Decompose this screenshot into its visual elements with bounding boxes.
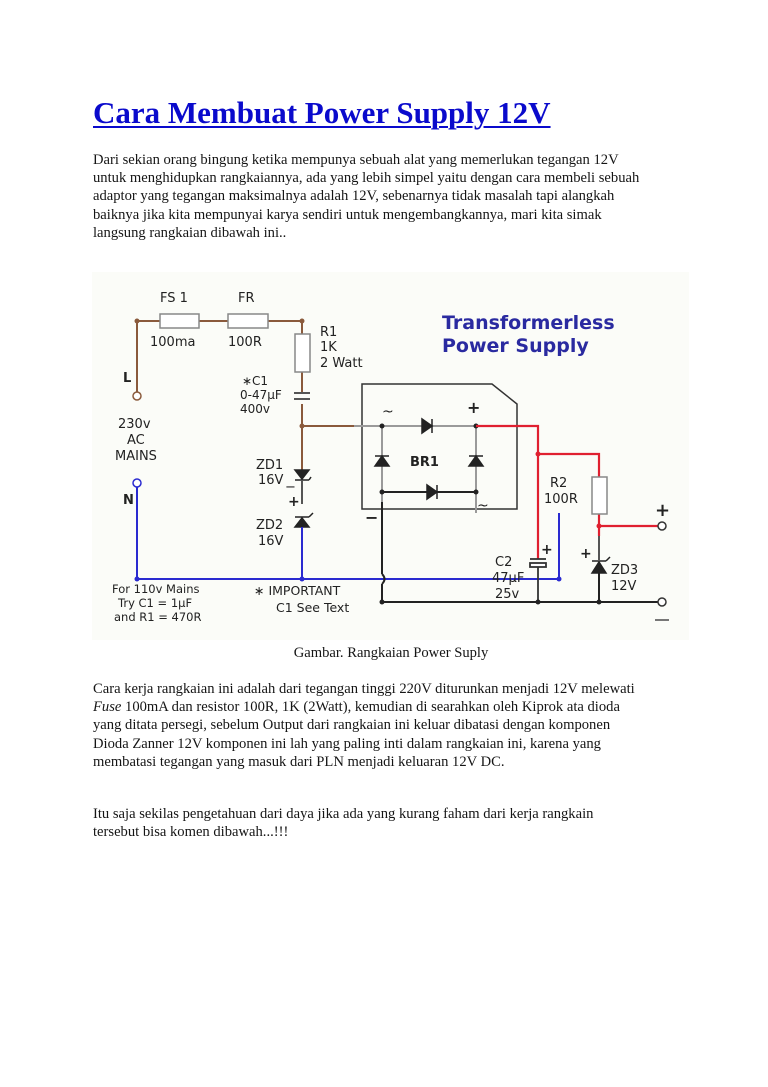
- body-line: Cara kerja rangkaian ini adalah dari teg…: [93, 680, 733, 698]
- bridge-minus: −: [365, 508, 378, 527]
- zener-zd2-icon: [293, 512, 314, 528]
- italic-term: Fuse: [93, 699, 122, 716]
- important-note: C1 See Text: [276, 600, 349, 615]
- zd2-plus: +: [288, 494, 300, 510]
- c2-value: 47µF: [492, 571, 524, 586]
- body-paragraph: Cara kerja rangkaian ini adalah dari teg…: [93, 680, 733, 771]
- output-plus: +: [655, 500, 670, 521]
- mains-label: MAINS: [115, 449, 157, 464]
- note-110v: Try C1 = 1µF: [117, 596, 192, 610]
- live-terminal-icon: [132, 391, 142, 401]
- note-110v: For 110v Mains: [112, 582, 199, 596]
- fuse-icon: [159, 313, 200, 329]
- diagram-heading: Transformerless: [442, 312, 615, 334]
- body-line: membatasi tegangan yang masuk dari PLN m…: [93, 753, 733, 771]
- r2-value: 100R: [544, 492, 578, 507]
- zd1-label: ZD1: [256, 458, 283, 473]
- zd1-value: 16V: [258, 473, 284, 488]
- diagram-heading: Power Supply: [442, 335, 589, 357]
- intro-line: Dari sekian orang bingung ketika mempuny…: [93, 152, 619, 168]
- body-text: Cara kerja rangkaian ini adalah dari teg…: [93, 681, 635, 697]
- zener-zd3-icon: [590, 536, 611, 602]
- zener-zd1-icon: [293, 469, 312, 481]
- zd2-value: 16V: [258, 534, 284, 549]
- c2-plus: +: [541, 542, 553, 558]
- neutral-label: N: [123, 493, 134, 508]
- fs1-label: FS 1: [160, 291, 188, 306]
- live-label: L: [123, 371, 131, 386]
- c1-value: 0-47µF: [240, 388, 282, 402]
- intro-paragraph: Dari sekian orang bingung ketika mempuny…: [93, 151, 733, 242]
- c1-voltage: 400v: [240, 402, 270, 416]
- br1-label: BR1: [410, 455, 439, 470]
- fr-label: FR: [238, 291, 255, 306]
- mains-ac: AC: [127, 433, 145, 448]
- closing-line: tersebut bisa komen dibawah...!!!: [93, 824, 289, 841]
- body-line: Fuse 100mA dan resistor 100R, 1K (2Watt)…: [93, 698, 733, 716]
- important-note: ∗ IMPORTANT: [254, 583, 341, 598]
- fr-value: 100R: [228, 335, 262, 350]
- capacitor-c2-icon: [529, 558, 547, 602]
- resistor-fr-icon: [227, 313, 269, 329]
- intro-line: langsung rangkaian dibawah ini..: [93, 224, 287, 241]
- note-110v: and R1 = 470R: [114, 610, 202, 624]
- zd3-plus: +: [580, 546, 592, 562]
- body-line: Dioda Zanner 12V komponen ini lah yang p…: [93, 735, 733, 753]
- r1-value: 1K: [320, 340, 337, 355]
- r2-label: R2: [550, 476, 567, 491]
- body-text: membatasi tegangan yang masuk dari PLN m…: [93, 753, 505, 770]
- intro-line: baiknya jika kita mempunyai karya sendir…: [93, 206, 602, 223]
- ac-symbol: ~: [477, 498, 489, 514]
- fs1-value: 100ma: [150, 335, 195, 350]
- output-positive-terminal-icon: [657, 521, 667, 531]
- circuit-diagram: Transformerless Power Supply FS 1 100ma …: [92, 272, 689, 640]
- intro-line: untuk menghidupkan rangkaiannya, ada yan…: [93, 170, 640, 187]
- resistor-r1-icon: [294, 333, 311, 373]
- closing-line: Itu saja sekilas pengetahuan dari daya j…: [93, 806, 594, 822]
- body-line: yang ditata persegi, sebelum Output dari…: [93, 716, 733, 734]
- neutral-terminal-icon: [132, 478, 142, 488]
- body-text: yang ditata persegi, sebelum Output dari…: [93, 717, 611, 734]
- output-negative-terminal-icon: [657, 597, 667, 607]
- c2-voltage: 25v: [495, 587, 520, 602]
- bridge-rectifier-box: [361, 383, 518, 510]
- ac-symbol: ~: [382, 404, 394, 420]
- bridge-plus: +: [467, 398, 480, 417]
- closing-paragraph: Itu saja sekilas pengetahuan dari daya j…: [93, 805, 733, 841]
- intro-line: adaptor yang tegangan maksimalnya adalah…: [93, 188, 615, 205]
- c1-label: ∗C1: [242, 374, 268, 388]
- resistor-r2-icon: [591, 476, 608, 515]
- r1-label: R1: [320, 325, 337, 340]
- page-title[interactable]: Cara Membuat Power Supply 12V: [93, 95, 551, 130]
- figure-caption: Gambar. Rangkaian Power Suply: [293, 645, 489, 661]
- zd2-label: ZD2: [256, 518, 283, 533]
- r1-power: 2 Watt: [320, 356, 363, 371]
- zd1-minus: −: [285, 480, 296, 495]
- zd3-value: 12V: [611, 579, 637, 594]
- bridge-diodes-icon: [373, 417, 485, 501]
- zd3-label: ZD3: [611, 563, 638, 578]
- body-text: Dioda Zanner 12V komponen ini lah yang p…: [93, 735, 601, 752]
- body-text: 100mA dan resistor 100R, 1K (2Watt), kem…: [121, 699, 620, 716]
- mains-voltage: 230v: [118, 417, 151, 432]
- c2-label: C2: [495, 555, 512, 570]
- capacitor-c1-icon: [294, 392, 310, 400]
